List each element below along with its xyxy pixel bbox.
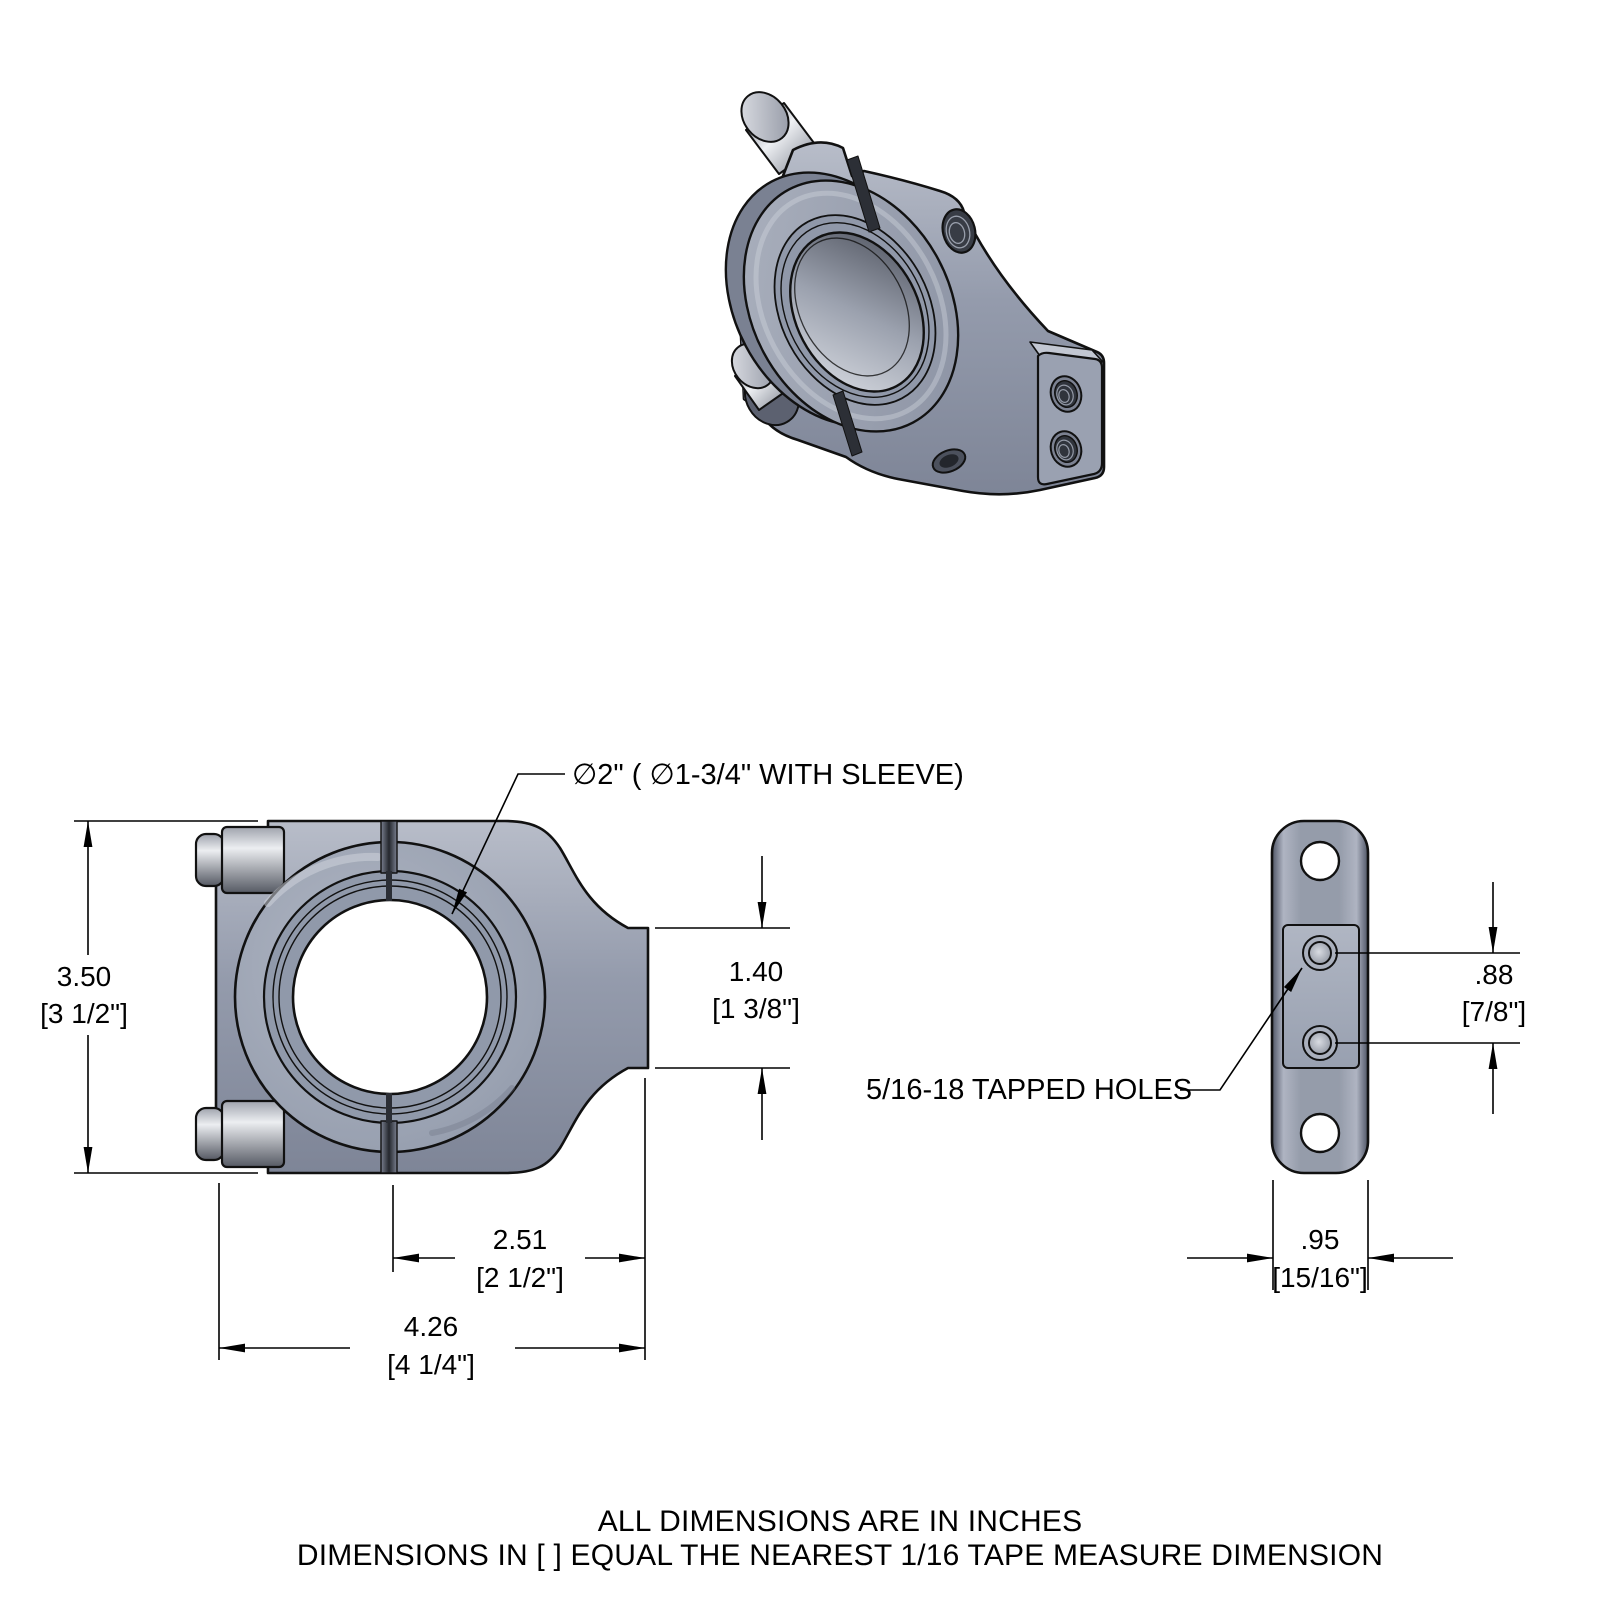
note-line-2: DIMENSIONS IN [ ] EQUAL THE NEAREST 1/16…	[297, 1539, 1383, 1572]
dim-overall-width-value: 4.26	[404, 1311, 459, 1342]
iso-clamp-ring	[724, 155, 960, 457]
dim-center-to-face	[392, 1185, 645, 1272]
dim-plate-thickness-value: .95	[1301, 1224, 1340, 1255]
iso-block-tapped-hole-upper	[1049, 375, 1083, 413]
dimension-text: ∅2" ( ∅1-3/4" WITH SLEEVE) 5/16-18 TAPPE…	[40, 759, 1526, 1380]
dimensions	[74, 773, 1520, 1360]
dim-arm-thickness-value: 1.40	[729, 956, 784, 987]
tapped-holes-callout-text: 5/16-18 TAPPED HOLES	[866, 1074, 1192, 1106]
dim-center-to-face-tape: [2 1/2"]	[476, 1262, 564, 1293]
front-top-screw	[194, 825, 286, 895]
leader-bore-callout	[451, 773, 565, 915]
front-bottom-screw	[194, 1099, 286, 1169]
iso-block-tapped-hole-lower	[1049, 430, 1083, 468]
side-through-hole-bottom	[1299, 1112, 1341, 1154]
dim-overall-width-tape: [4 1/4"]	[387, 1349, 475, 1380]
bore-callout-text: ∅2" ( ∅1-3/4" WITH SLEEVE)	[572, 759, 964, 791]
leader-tapped-callout	[1180, 967, 1303, 1091]
side-tapped-hole-top	[1302, 935, 1338, 971]
dim-overall-height-tape: [3 1/2"]	[40, 998, 128, 1029]
front-split-slots	[380, 820, 398, 1174]
dim-hole-spacing-tape: [7/8"]	[1462, 996, 1526, 1027]
front-bore	[291, 898, 489, 1096]
dim-plate-thickness-tape: [15/16"]	[1272, 1262, 1368, 1293]
isometric-view	[724, 91, 1106, 496]
side-view	[1270, 819, 1370, 1175]
dim-overall-height-value: 3.50	[57, 961, 112, 992]
note-line-1: ALL DIMENSIONS ARE IN INCHES	[598, 1505, 1083, 1538]
dim-hole-spacing-value: .88	[1475, 959, 1514, 990]
side-through-hole-top	[1299, 840, 1341, 882]
iso-bottom-hole	[931, 448, 967, 474]
iso-split-top	[846, 155, 881, 233]
dim-overall-height	[74, 820, 258, 1174]
dim-overall-width	[218, 1078, 646, 1360]
dim-arm-thickness-tape: [1 3/8"]	[712, 993, 800, 1024]
dim-arm-thickness	[655, 856, 790, 1140]
dim-hole-spacing	[1335, 882, 1520, 1114]
side-tapped-hole-bottom	[1302, 1025, 1338, 1061]
iso-bore	[789, 231, 925, 393]
notes-block: ALL DIMENSIONS ARE IN INCHES DIMENSIONS …	[297, 1505, 1383, 1572]
dim-center-to-face-value: 2.51	[493, 1224, 548, 1255]
iso-top-tapped-hole	[941, 208, 977, 254]
front-view	[194, 819, 650, 1175]
dim-plate-thickness	[1187, 1180, 1453, 1290]
iso-split-bottom	[832, 390, 863, 457]
